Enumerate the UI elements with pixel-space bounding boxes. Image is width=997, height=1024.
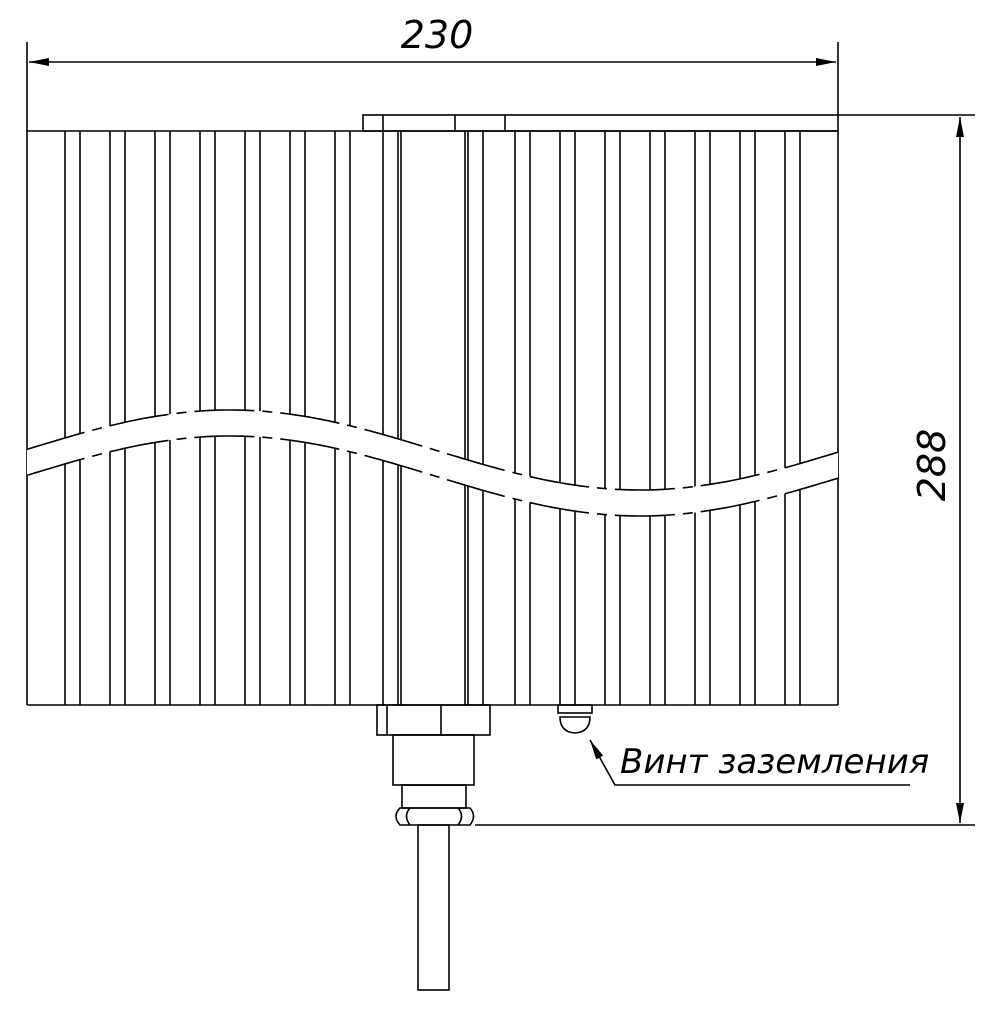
grounding-screw <box>557 704 593 734</box>
width-dimension-label: 230 <box>401 13 474 57</box>
cooling-fins <box>26 131 839 705</box>
break-line-lower <box>26 435 839 517</box>
cable <box>417 824 450 991</box>
break-band <box>27 410 838 516</box>
break-line-upper <box>26 409 839 491</box>
cable-gland <box>376 704 491 991</box>
grounding-screw-label: Винт заземления <box>620 742 929 782</box>
heater-body <box>26 130 839 706</box>
height-dimension-label: 288 <box>910 429 954 502</box>
height-dimension: 288 <box>475 114 975 826</box>
top-plate <box>362 114 839 132</box>
grounding-callout: Винт заземления <box>589 739 929 786</box>
width-dimension: 230 <box>26 13 839 131</box>
